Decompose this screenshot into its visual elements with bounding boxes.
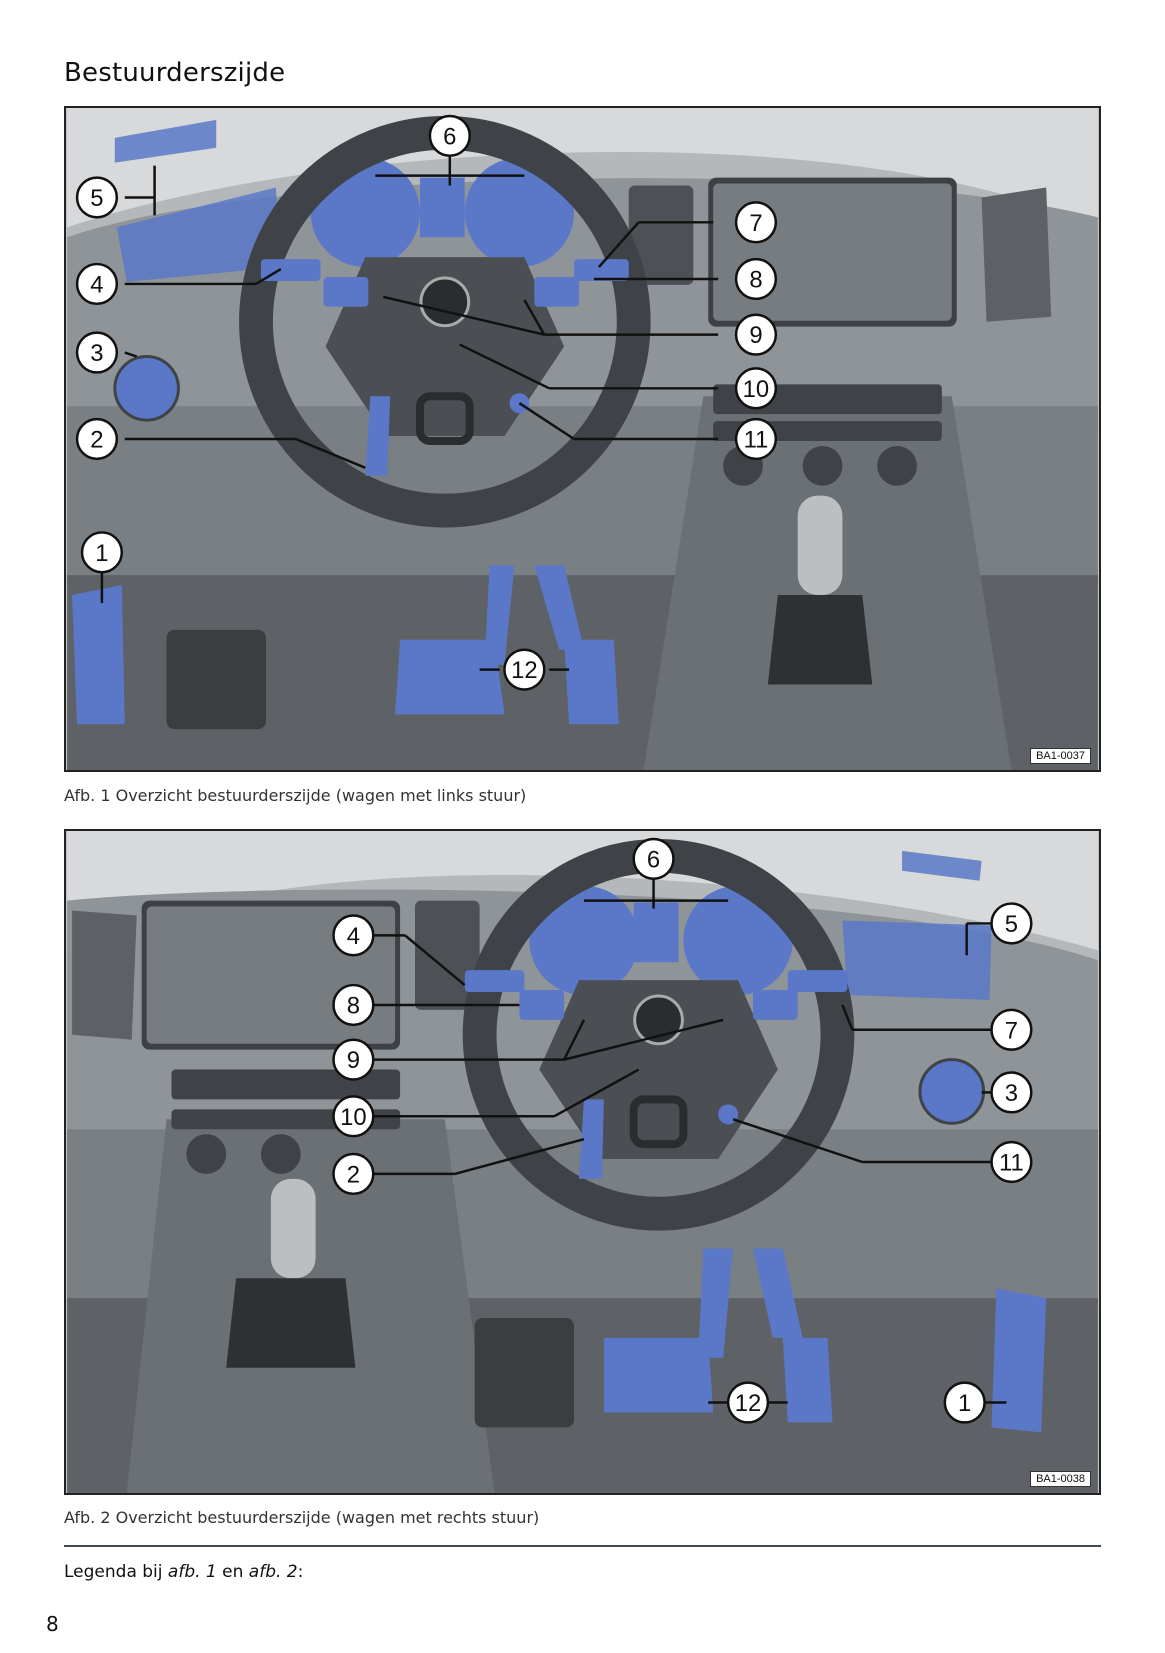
callout-8: 8: [734, 257, 778, 301]
callout-10: 10: [734, 367, 778, 410]
svg-text:4: 4: [347, 923, 360, 950]
svg-text:12: 12: [735, 1390, 762, 1417]
callout-2: 2: [75, 417, 119, 461]
legend-middle: en: [216, 1562, 249, 1582]
svg-text:9: 9: [347, 1047, 360, 1074]
callout-8: 8: [332, 983, 375, 1027]
callout-9: 9: [734, 313, 778, 356]
figure-right-hand-drive: 1 2 3 4 5 6 7 8 9 10 11 12 BA1-0038: [64, 829, 1101, 1495]
page-number: 8: [46, 1612, 59, 1636]
callout-3: 3: [990, 1071, 1033, 1114]
page-title: Bestuurderszijde: [64, 58, 286, 88]
svg-text:3: 3: [1005, 1080, 1018, 1107]
legend-ref-figure2: afb. 2: [248, 1562, 298, 1582]
callout-12: 12: [503, 648, 546, 691]
dashboard-illustration-lhd: 1 2 3 4 5 6 7 8 9 10 11 12: [67, 108, 1098, 770]
svg-text:1: 1: [958, 1390, 971, 1417]
callout-11: 11: [990, 1140, 1033, 1184]
callout-7: 7: [990, 1008, 1033, 1051]
svg-text:7: 7: [749, 210, 762, 237]
callout-5: 5: [75, 176, 119, 219]
svg-text:5: 5: [1005, 911, 1018, 938]
callout-3: 3: [75, 331, 119, 374]
svg-text:11: 11: [999, 1149, 1024, 1176]
dashboard-illustration-rhd: 1 2 3 4 5 6 7 8 9 10 11 12: [67, 831, 1098, 1493]
svg-text:1: 1: [95, 540, 108, 567]
callout-9: 9: [332, 1038, 375, 1081]
callout-12: 12: [726, 1381, 770, 1424]
svg-text:10: 10: [340, 1104, 367, 1131]
callouts-rhd: 1 2 3 4 5 6 7 8 9 10 11 12: [332, 837, 1033, 1424]
left-vent: [116, 187, 281, 282]
svg-text:12: 12: [511, 657, 538, 684]
legend-ref-figure1: afb. 1: [167, 1562, 217, 1582]
svg-text:9: 9: [749, 322, 762, 349]
svg-text:4: 4: [90, 271, 103, 298]
svg-text:3: 3: [90, 340, 103, 367]
callout-6: 6: [632, 837, 675, 880]
svg-text:2: 2: [90, 426, 103, 453]
svg-text:7: 7: [1005, 1017, 1018, 1044]
svg-text:2: 2: [347, 1161, 360, 1188]
legend-heading: Legenda bij afb. 1 en afb. 2:: [64, 1562, 303, 1582]
callout-5: 5: [990, 902, 1033, 945]
svg-text:6: 6: [443, 123, 456, 150]
svg-text:5: 5: [90, 185, 103, 212]
callouts-lhd: 1 2 3 4 5 6 7 8 9 10 11 12: [75, 114, 778, 691]
callout-4: 4: [332, 914, 375, 957]
svg-text:8: 8: [347, 992, 360, 1019]
callout-10: 10: [332, 1095, 375, 1138]
callout-1: 1: [80, 531, 124, 574]
figure-left-hand-drive: 1 2 3 4 5 6 7 8 9 10 11 12 BA1-0037: [64, 106, 1101, 772]
legend-prefix: Legenda bij: [64, 1562, 168, 1582]
figure1-caption: Afb. 1 Overzicht bestuurderszijde (wagen…: [64, 786, 527, 805]
figure-reference-code: BA1-0038: [1030, 1471, 1091, 1487]
divider: [64, 1545, 1101, 1547]
svg-text:6: 6: [647, 846, 660, 873]
callout-6: 6: [428, 114, 471, 157]
callout-4: 4: [75, 262, 119, 306]
callout-2: 2: [332, 1152, 375, 1196]
svg-text:11: 11: [744, 426, 769, 453]
figure-reference-code: BA1-0037: [1030, 748, 1091, 764]
svg-text:8: 8: [749, 266, 762, 293]
legend-suffix: :: [297, 1562, 304, 1582]
side-vent: [114, 119, 217, 163]
figure2-caption: Afb. 2 Overzicht bestuurderszijde (wagen…: [64, 1508, 540, 1527]
callout-1: 1: [943, 1381, 986, 1424]
callout-11: 11: [734, 417, 778, 461]
svg-text:10: 10: [743, 376, 770, 403]
callout-7: 7: [734, 201, 778, 244]
